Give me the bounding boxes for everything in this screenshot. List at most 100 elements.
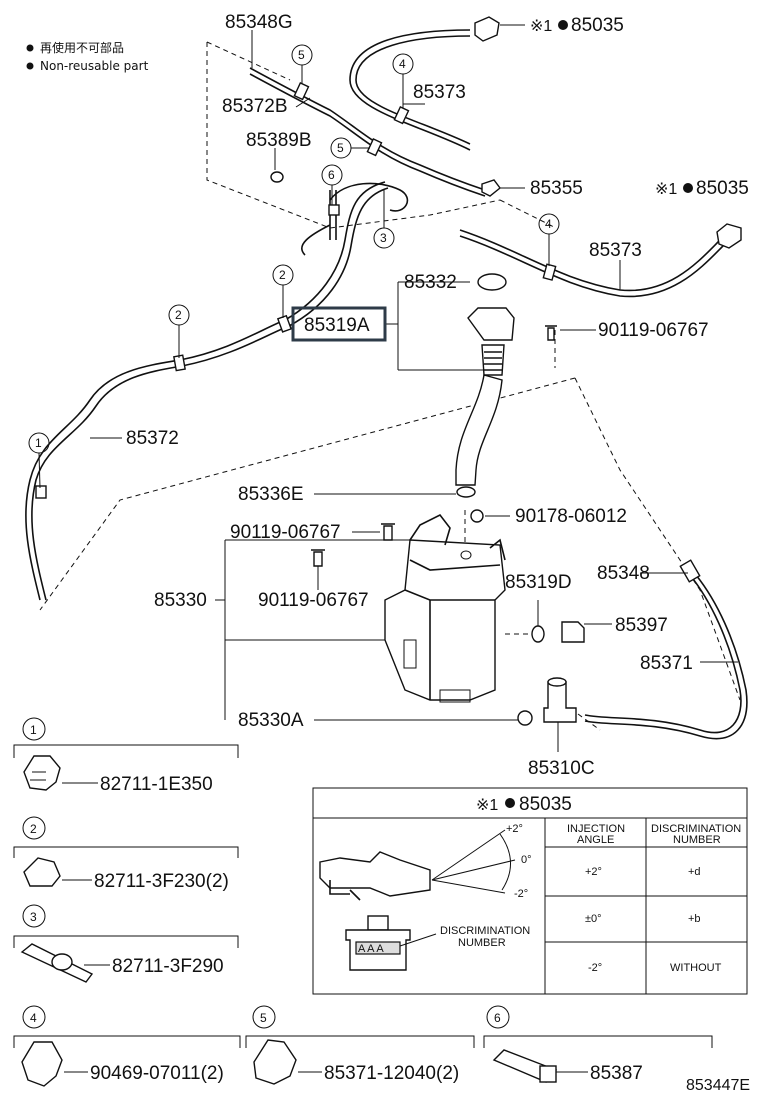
label-85310C: 85310C bbox=[528, 758, 595, 779]
key-part-4: 90469-07011(2) bbox=[90, 1063, 224, 1084]
hose-85371 bbox=[584, 574, 742, 734]
filler-neck bbox=[455, 273, 557, 498]
cap-85332 bbox=[477, 273, 507, 291]
label-90119-06767-b: 90119-06767 bbox=[230, 522, 341, 543]
key-part-5: 85371-12040(2) bbox=[324, 1063, 459, 1084]
svg-text:※1: ※1 bbox=[655, 181, 677, 198]
marker-5-upper: 5 bbox=[291, 44, 313, 84]
key-item-5: 5 85371-12040(2) bbox=[245, 1005, 475, 1085]
angle-plus-label: +2° bbox=[506, 823, 523, 835]
label-90119-06767-c: 90119-06767 bbox=[258, 590, 369, 611]
row-1-number: +d bbox=[688, 866, 701, 878]
pump-85310C bbox=[543, 681, 577, 723]
clamp-4-top bbox=[393, 106, 410, 125]
angle-minus-label: -2° bbox=[514, 888, 528, 900]
clamp-4-right bbox=[542, 263, 557, 281]
clip-90469-07011-icon bbox=[21, 1041, 63, 1087]
clamps bbox=[35, 16, 742, 583]
circle-markers: 5 4 5 6 3 4 2 2 1 bbox=[28, 44, 560, 489]
col-header-angle-2: ANGLE bbox=[577, 834, 614, 846]
key-item-6: 6 85387 bbox=[483, 1005, 713, 1084]
nozzle-detail-icon bbox=[319, 851, 431, 897]
key-item-1: 1 82711-1E350 bbox=[13, 717, 239, 795]
clamp-2-left bbox=[173, 354, 186, 372]
label-85389B: 85389B bbox=[246, 130, 312, 151]
label-90178-06012: 90178-06012 bbox=[515, 506, 627, 527]
label-85336E: 85336E bbox=[238, 484, 304, 505]
bolt-90119-b bbox=[381, 523, 395, 541]
grommet-85330A bbox=[517, 710, 533, 726]
non-reusable-dot-icon bbox=[26, 44, 34, 52]
grommet-85336E bbox=[456, 486, 476, 498]
marker-4-right: 4 bbox=[538, 213, 560, 266]
svg-text:※1: ※1 bbox=[530, 18, 552, 35]
right-boundary bbox=[574, 377, 741, 701]
legend-ja: 再使用不可部品 bbox=[40, 40, 124, 55]
col-header-angle-1: INJECTION bbox=[567, 823, 625, 835]
row-2-number: +b bbox=[688, 913, 701, 925]
non-reusable-dot-icon bbox=[505, 798, 515, 808]
svg-text:4: 4 bbox=[399, 57, 406, 71]
nut-90178 bbox=[470, 509, 484, 523]
marker-1: 1 bbox=[28, 432, 50, 489]
svg-text:4: 4 bbox=[545, 217, 552, 231]
clamp-1 bbox=[35, 485, 47, 499]
joint-85355 bbox=[481, 179, 501, 197]
angle-zero-label: 0° bbox=[521, 854, 532, 866]
key-item-4: 4 90469-07011(2) bbox=[13, 1005, 241, 1087]
svg-text:2: 2 bbox=[279, 268, 286, 282]
label-85355: 85355 bbox=[530, 178, 583, 199]
nozzle-85035-top bbox=[474, 16, 500, 42]
figure-id: 853447E bbox=[686, 1077, 750, 1094]
non-reusable-dot-icon bbox=[683, 183, 693, 193]
legend: 再使用不可部品 Non-reusable part bbox=[26, 40, 149, 73]
key-item-3: 3 82711-3F290 bbox=[13, 904, 239, 983]
clamp-2-mid bbox=[276, 314, 292, 333]
inset-title-prefix: ※1 bbox=[476, 797, 498, 814]
chip-text: A A A bbox=[358, 943, 384, 955]
label-85035-top: ※1 85035 bbox=[530, 15, 624, 36]
clamp-5-upper bbox=[293, 82, 310, 101]
bolt-90119-c bbox=[311, 549, 325, 567]
clamp-82711-3F230-icon bbox=[23, 857, 61, 887]
key-part-3: 82711-3F290 bbox=[112, 956, 224, 977]
svg-text:1: 1 bbox=[30, 723, 37, 737]
marker-4-top: 4 bbox=[392, 53, 414, 108]
left-boundary bbox=[39, 377, 576, 611]
row-3-angle: -2° bbox=[588, 962, 602, 974]
clamp-6 bbox=[328, 204, 340, 216]
inlet-85319A bbox=[467, 307, 515, 341]
label-85319D: 85319D bbox=[505, 572, 572, 593]
hose-85373-top bbox=[349, 29, 471, 151]
marker-5-lower: 5 bbox=[330, 137, 370, 159]
svg-text:5: 5 bbox=[337, 141, 344, 155]
sensor-85397 bbox=[561, 621, 585, 643]
filler-pipe bbox=[455, 374, 503, 486]
key-part-1: 82711-1E350 bbox=[100, 774, 213, 795]
non-reusable-dot-icon bbox=[558, 20, 568, 30]
col-header-number-1: DISCRIMINATION bbox=[651, 823, 741, 835]
label-85372B: 85372B bbox=[222, 96, 288, 117]
svg-text:85035: 85035 bbox=[571, 15, 624, 36]
col-header-number-2: NUMBER bbox=[673, 834, 721, 846]
label-85319A-boxed: 85319A bbox=[291, 306, 387, 342]
key-part-2: 82711-3F230(2) bbox=[94, 871, 229, 892]
label-85330: 85330 bbox=[154, 590, 207, 611]
disc-label-1: DISCRIMINATION bbox=[440, 925, 530, 937]
svg-text:6: 6 bbox=[328, 168, 335, 182]
part-labels: 85348G ※1 85035 85372B 85373 85389B 8535… bbox=[126, 12, 749, 779]
label-85371: 85371 bbox=[640, 653, 693, 674]
legend-en: Non-reusable part bbox=[40, 59, 149, 73]
leader-lines bbox=[90, 24, 738, 752]
label-85348G: 85348G bbox=[225, 12, 293, 33]
key-item-2: 2 82711-3F230(2) bbox=[13, 816, 239, 892]
svg-text:85319A: 85319A bbox=[304, 315, 370, 336]
clip-85371-12040-icon bbox=[253, 1039, 297, 1085]
label-85373-right: 85373 bbox=[589, 240, 642, 261]
label-85348: 85348 bbox=[597, 563, 650, 584]
svg-text:3: 3 bbox=[30, 910, 37, 924]
joint-85348 bbox=[679, 559, 701, 583]
part-85389B bbox=[270, 171, 284, 183]
